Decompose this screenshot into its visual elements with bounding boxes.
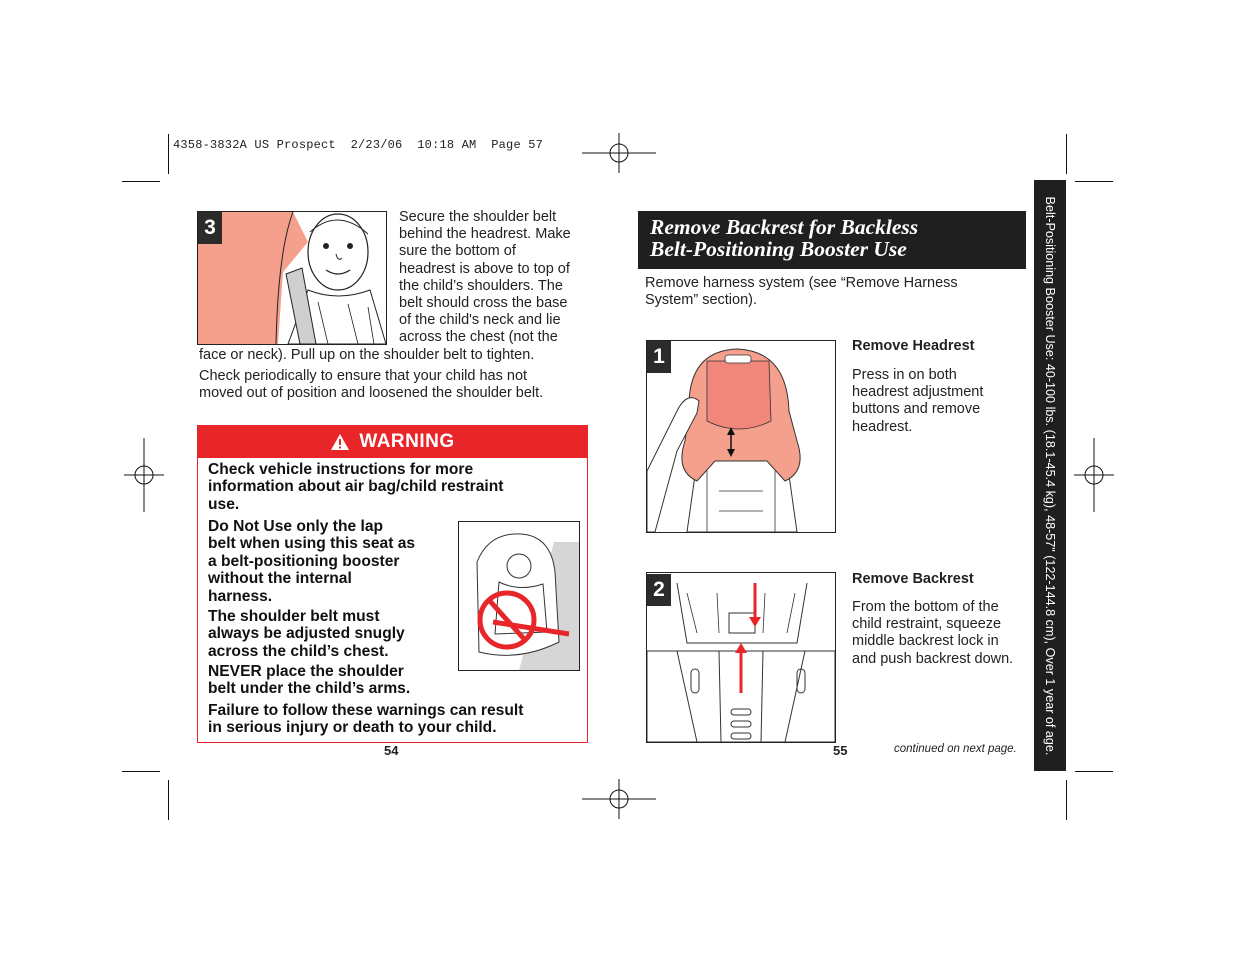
registration-mark-left bbox=[124, 438, 164, 512]
step-number: 1 bbox=[647, 341, 671, 373]
side-tab-label: Belt-Positioning Booster Use: 40-100 lbs… bbox=[1043, 196, 1057, 756]
step3-text: Secure the shoulder belt behind the head… bbox=[399, 209, 571, 346]
remove-backrest-image bbox=[647, 582, 835, 742]
child-shoulder-belt-image bbox=[198, 212, 386, 344]
step2-illustration bbox=[646, 572, 836, 743]
page-number-right: 55 bbox=[833, 743, 848, 758]
warning-header: WARNING bbox=[198, 426, 587, 458]
section-title: Remove Backrest for Backless Belt-Positi… bbox=[650, 215, 919, 261]
continued-note: continued on next page. bbox=[894, 743, 1017, 755]
warning-triangle-icon bbox=[331, 434, 350, 450]
page-number-left: 54 bbox=[384, 743, 399, 758]
warning-para-lap-belt: Do Not Use only the lap belt when using … bbox=[208, 518, 416, 605]
intro-text: Remove harness system (see “Remove Harne… bbox=[645, 275, 958, 309]
printer-slug: 4358-3832A US Prospect 2/23/06 10:18 AM … bbox=[173, 138, 544, 152]
warning-box: WARNING Check vehicle instructions for m… bbox=[197, 425, 588, 743]
step3-text-continued: face or neck). Pull up on the shoulder b… bbox=[199, 347, 535, 363]
step2-text: From the bottom of the child restraint, … bbox=[852, 599, 1014, 667]
warning-para-never: NEVER place the shoulder belt under the … bbox=[208, 663, 411, 698]
step2-heading: Remove Backrest bbox=[852, 571, 974, 587]
warning-para-failure: Failure to follow these warnings can res… bbox=[208, 702, 524, 737]
side-tab: Belt-Positioning Booster Use: 40-100 lbs… bbox=[1034, 180, 1066, 771]
remove-headrest-image bbox=[647, 348, 801, 532]
step1-illustration bbox=[646, 340, 836, 533]
warning-illustration bbox=[458, 521, 580, 671]
warning-para-shoulder-belt: The shoulder belt must always be adjuste… bbox=[208, 608, 405, 660]
check-periodically-text: Check periodically to ensure that your c… bbox=[199, 368, 544, 402]
registration-mark-top bbox=[582, 133, 656, 173]
registration-mark-right bbox=[1074, 438, 1114, 512]
warning-heading: WARNING bbox=[359, 431, 455, 452]
section-title-bar: Remove Backrest for Backless Belt-Positi… bbox=[638, 211, 1026, 269]
warning-para-airbag: Check vehicle instructions for more info… bbox=[208, 461, 504, 513]
step-number: 2 bbox=[647, 574, 671, 606]
step1-text: Press in on both headrest adjustment but… bbox=[852, 367, 984, 435]
registration-mark-bottom bbox=[582, 779, 656, 819]
step3-illustration bbox=[197, 211, 387, 345]
step1-heading: Remove Headrest bbox=[852, 338, 975, 354]
do-not-use-lap-belt-image bbox=[459, 522, 579, 670]
step-number: 3 bbox=[198, 212, 222, 244]
